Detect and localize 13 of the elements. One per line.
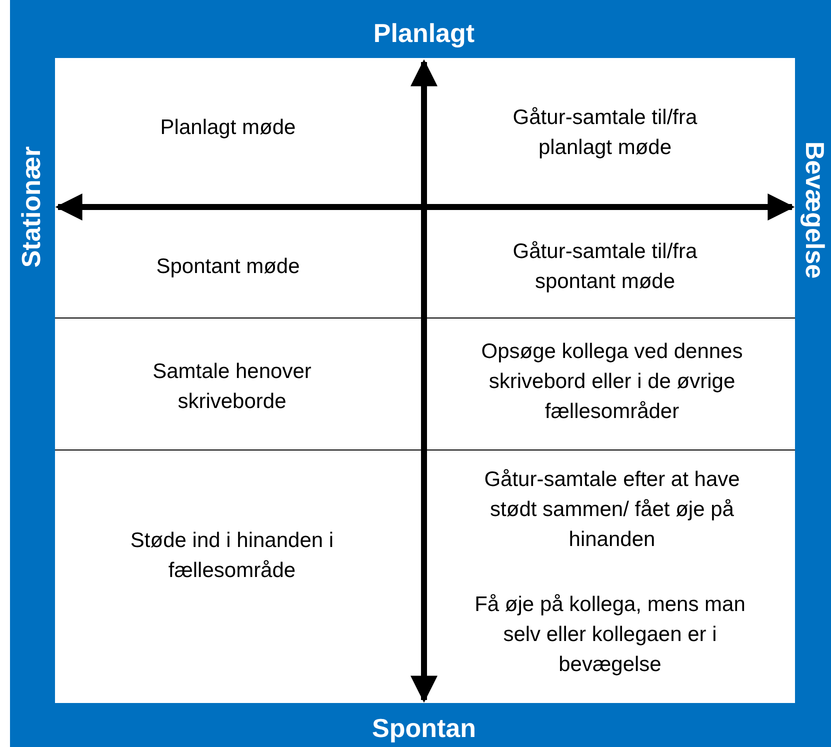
- axis-label: Spontan: [372, 713, 476, 743]
- cell-text: Gåtur-samtale til/fra planlagt møde: [512, 105, 698, 161]
- cell-text: Få øje på kollega, mens man selv eller kollegaen er i bevægelse: [474, 592, 746, 678]
- axis-label: Bevægelse: [800, 141, 830, 279]
- cell-text: Gåtur-samtale til/fra spontant møde: [512, 239, 698, 295]
- cell-text: Opsøge kollega ved dennes skrivebord eller i de øvrige fællesområder: [480, 339, 744, 425]
- cell-text: Spontant møde: [155, 254, 301, 280]
- cell-text: Støde ind i hinanden i fællesområde: [129, 528, 335, 584]
- cell-text: Gåtur-samtale efter at have stødt sammen/ fået øje på hinanden: [483, 467, 741, 553]
- axis-label: Stationær: [16, 146, 46, 268]
- cell-text: Samtale henover skriveborde: [152, 359, 312, 415]
- axis-label: Planlagt: [373, 18, 475, 48]
- cell-text: Planlagt møde: [159, 115, 297, 141]
